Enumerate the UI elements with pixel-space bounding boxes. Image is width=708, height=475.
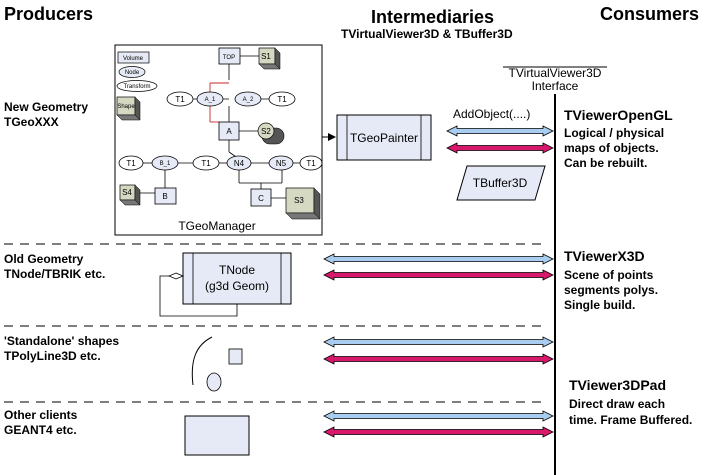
arrows [323,125,554,438]
consumer-desc: maps of objects. [564,141,659,155]
node-a2 [234,91,262,107]
node-n4 [226,155,252,171]
producer-label: TPolyLine3D etc. [4,349,101,363]
volume-b-label: B [162,192,167,201]
polyline-shape [191,336,213,386]
tnode-box: TNode (g3d Geom) [182,252,292,305]
consumer-desc: time. Frame Buffered. [569,413,692,427]
pink-double-arrow [323,269,554,281]
consumer-desc: Logical / physical [564,126,664,140]
consumer-desc: Single build. [564,298,635,312]
tnode-sublabel: (g3d Geom) [205,279,269,293]
volume-a-label: A [226,127,232,136]
shape-s2: S2 [257,122,285,145]
transform-t1 [192,155,220,171]
node-n4-label: N4 [234,159,245,168]
node-b1-label: B_1 [160,161,171,167]
volume-b [154,187,177,205]
transform-t1-label: T1 [126,159,136,168]
geomanager-label: TGeoManager [178,219,255,233]
node-n5 [268,155,294,171]
consumers-header: Consumers [600,4,699,24]
volume-top-label: TOP [223,55,235,61]
transform-t1-label: T1 [175,95,185,104]
consumer-title: TViewerX3D [564,248,645,264]
node-a2-label: A_2 [243,97,254,103]
node-a1-label: A_1 [205,97,216,103]
blue-double-arrow [323,253,554,265]
producer-label: TGeoXXX [4,115,59,129]
geomanager-box: TGeoManager Volume Node Transform Shape [114,44,323,236]
client-box [184,415,250,456]
legend-shape [116,96,141,121]
legend-volume-label: Volume [123,56,144,62]
producer-label: GEANT4 etc. [4,423,77,437]
legend-transform [116,80,158,92]
legend-transform-label: Transform [123,84,150,90]
shape-s3: S3 [285,187,321,220]
transform-t1-label: T1 [306,159,316,168]
transform-t1 [268,91,296,107]
shape-s4: S4 [119,184,141,206]
interface-subtitle: Interface [532,79,579,93]
legend-node [118,66,146,78]
transform-t1 [299,155,323,171]
consumer-desc: Direct draw each [569,397,665,411]
consumer-desc: Scene of points [564,268,654,282]
tnode-label: TNode [219,263,255,277]
volume-a [218,121,240,141]
shape-s1-label: S1 [261,52,271,61]
shape-s1: S1 [258,47,281,70]
tree-connectors [134,55,302,199]
producers-header: Producers [4,4,93,24]
transform-t1-label: T1 [277,95,287,104]
add-object-label: AddObject(....) [453,107,530,121]
consumer-title: TViewerOpenGL [564,107,673,123]
legend-volume [117,51,150,64]
legend-shape-label: Shape [117,104,135,110]
consumer-desc: Can be rebuilt. [564,156,647,170]
intermediaries-header: Intermediaries [371,7,494,27]
volume-c-label: C [258,194,264,203]
pink-double-arrow [323,353,554,365]
geopainter-label: TGeoPainter [350,131,418,145]
volume-top [218,47,241,65]
interface-title: TVirtualViewer3D [509,66,602,80]
geopainter-box: TGeoPainter [336,114,432,161]
producer-label: Old Geometry [4,252,84,266]
blue-double-arrow [446,125,554,137]
pink-double-arrow [446,142,554,154]
pink-double-arrow [323,426,554,438]
node-n5-label: N5 [276,159,287,168]
consumer-title: TViewer3DPad [569,377,666,393]
intermediaries-subheader: TVirtualViewer3D & TBuffer3D [341,27,513,41]
tnode-self-loop [159,272,238,317]
consumer-desc: segments polys. [564,283,658,297]
node-b1 [151,155,179,171]
transform-t1 [118,155,144,171]
tbuffer3d-label: TBuffer3D [473,176,528,190]
shape-s4-label: S4 [122,188,132,197]
blue-double-arrow [323,336,554,348]
tbuffer3d-shape: TBuffer3D [456,165,546,201]
producer-label: TNode/TBRIK etc. [4,267,105,281]
blue-double-arrow [323,410,554,422]
shape-s3-label: S3 [294,196,304,205]
transform-t1-label: T1 [201,159,211,168]
standalone-ellipse [206,372,222,392]
producer-label: Other clients [4,408,78,422]
standalone-box [228,348,243,365]
producer-label: New Geometry [4,100,88,114]
node-a1 [196,91,224,107]
producer-label: 'Standalone' shapes [4,334,119,348]
shape-s2-label: S2 [261,127,271,136]
legend-node-label: Node [125,70,140,76]
volume-c [250,188,272,207]
transform-t1 [166,91,194,107]
